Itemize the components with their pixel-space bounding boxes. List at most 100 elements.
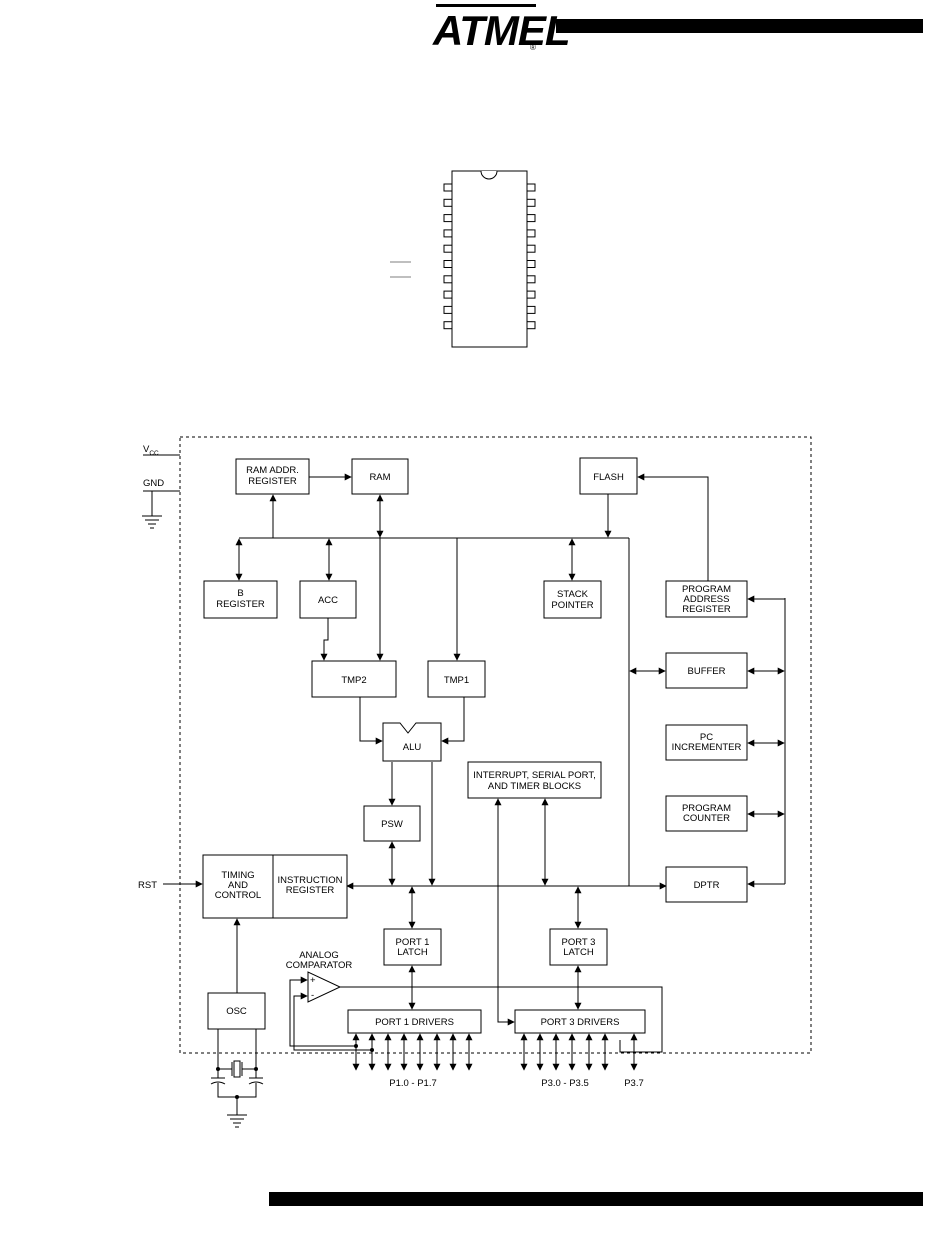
svg-text:PORT 1: PORT 1 xyxy=(396,937,430,948)
svg-text:INTERRUPT, SERIAL PORT,: INTERRUPT, SERIAL PORT, xyxy=(473,770,595,781)
package-pin xyxy=(443,183,453,192)
svg-text:PORT 1 DRIVERS: PORT 1 DRIVERS xyxy=(375,1017,454,1028)
svg-text:PORT 3: PORT 3 xyxy=(562,937,596,948)
package-pins-left xyxy=(443,183,453,330)
package-pin xyxy=(526,244,536,253)
package-pin xyxy=(443,260,453,268)
ram: RAM xyxy=(351,458,409,495)
package-pin xyxy=(526,321,536,330)
svg-text:STACK: STACK xyxy=(557,589,589,600)
package-pin xyxy=(443,229,453,238)
block-diagram: VCC GND RAM ADDR. REGISTER RAM xyxy=(138,436,812,1128)
gnd-label: GND xyxy=(143,478,164,489)
svg-text:ACC: ACC xyxy=(318,595,338,606)
svg-text:TIMING: TIMING xyxy=(221,870,254,881)
svg-text:B: B xyxy=(237,588,243,599)
svg-text:PC: PC xyxy=(700,732,713,743)
svg-text:AND TIMER BLOCKS: AND TIMER BLOCKS xyxy=(488,781,581,792)
port3-drivers: PORT 3 DRIVERS xyxy=(514,1009,646,1034)
vcc-label: VCC xyxy=(143,444,159,457)
package-pin xyxy=(526,260,536,268)
port1-latch: PORT 1 LATCH xyxy=(383,928,442,966)
svg-text:LATCH: LATCH xyxy=(563,947,594,958)
package-pin xyxy=(526,290,536,299)
pc-incrementer: PC INCREMENTER xyxy=(665,724,748,761)
timing-and-control: TIMING AND CONTROL xyxy=(202,854,348,919)
crystal-network xyxy=(210,1029,264,1128)
logo-text: ATMEL xyxy=(432,7,570,54)
svg-text:ALU: ALU xyxy=(403,742,422,753)
svg-text:REGISTER: REGISTER xyxy=(248,476,297,487)
svg-text:TMP2: TMP2 xyxy=(341,675,366,686)
svg-text:BUFFER: BUFFER xyxy=(688,666,726,677)
stack-pointer: STACK POINTER xyxy=(543,580,602,619)
svg-text:FLASH: FLASH xyxy=(593,472,624,483)
acc: ACC xyxy=(299,580,357,619)
svg-text:+: + xyxy=(310,975,316,986)
tmp2: TMP2 xyxy=(311,660,397,698)
svg-text:COUNTER: COUNTER xyxy=(683,813,730,824)
p3-pin-label: P3.0 - P3.5 xyxy=(541,1078,589,1089)
p1-pin-label: P1.0 - P1.7 xyxy=(389,1078,437,1089)
package-pin xyxy=(526,214,536,223)
svg-text:DPTR: DPTR xyxy=(694,880,720,891)
alu: ALU xyxy=(382,722,442,762)
svg-text:POINTER: POINTER xyxy=(551,600,593,611)
ram-addr-register: RAM ADDR. REGISTER xyxy=(235,458,310,495)
svg-text:ADDRESS: ADDRESS xyxy=(684,594,730,605)
svg-text:LATCH: LATCH xyxy=(397,947,428,958)
header-bar xyxy=(556,19,923,33)
svg-text:AND: AND xyxy=(228,880,248,891)
svg-text:-: - xyxy=(311,990,314,1001)
package-pin xyxy=(526,198,536,207)
registered-mark: ® xyxy=(530,43,536,52)
svg-text:COMPARATOR: COMPARATOR xyxy=(286,960,353,971)
port1-pin-arrows xyxy=(352,1033,473,1071)
buffer: BUFFER xyxy=(665,652,748,689)
package-pin xyxy=(443,244,453,253)
port3-pin-arrows xyxy=(520,1033,638,1071)
package-pin xyxy=(526,275,536,284)
package-pin xyxy=(526,229,536,238)
dptr: DPTR xyxy=(665,866,748,903)
package-pin xyxy=(526,305,536,314)
svg-text:RAM ADDR.: RAM ADDR. xyxy=(246,465,299,476)
package-pin xyxy=(443,290,453,299)
chip-boundary xyxy=(179,436,812,1054)
ground-symbol xyxy=(142,515,162,529)
svg-text:PSW: PSW xyxy=(381,819,403,830)
svg-text:REGISTER: REGISTER xyxy=(682,604,731,615)
program-counter: PROGRAM COUNTER xyxy=(665,795,748,832)
psw: PSW xyxy=(363,805,421,842)
package-pin xyxy=(443,321,453,330)
svg-text:CONTROL: CONTROL xyxy=(215,890,261,901)
package-pin xyxy=(443,198,453,207)
svg-text:ANALOG: ANALOG xyxy=(299,950,339,961)
tmp1: TMP1 xyxy=(427,660,486,698)
footer-bar xyxy=(269,1192,923,1206)
package-pin xyxy=(443,214,453,223)
svg-text:REGISTER: REGISTER xyxy=(286,885,335,896)
interrupt-serial-timer-blocks: INTERRUPT, SERIAL PORT, AND TIMER BLOCKS xyxy=(467,761,602,799)
rst-label: RST xyxy=(138,880,157,891)
flash: FLASH xyxy=(579,457,638,495)
svg-text:REGISTER: REGISTER xyxy=(216,599,265,610)
p37-pin-label: P3.7 xyxy=(624,1078,644,1089)
package-pin xyxy=(443,305,453,314)
package-outline xyxy=(390,170,536,348)
analog-comparator: ANALOG COMPARATOR + - xyxy=(286,950,353,1003)
instruction-register: INSTRUCTION REGISTER xyxy=(278,875,343,896)
svg-text:TMP1: TMP1 xyxy=(444,675,469,686)
svg-text:INSTRUCTION: INSTRUCTION xyxy=(278,875,343,886)
svg-text:OSC: OSC xyxy=(226,1006,247,1017)
port1-drivers: PORT 1 DRIVERS xyxy=(347,1009,482,1034)
svg-text:PORT 3 DRIVERS: PORT 3 DRIVERS xyxy=(541,1017,620,1028)
atmel-logo: ATMEL ® xyxy=(432,4,571,54)
b-register: B REGISTER xyxy=(203,580,278,619)
package-pins-right xyxy=(526,183,536,330)
svg-text:RAM: RAM xyxy=(369,472,390,483)
svg-text:INCREMENTER: INCREMENTER xyxy=(672,742,742,753)
osc: OSC xyxy=(207,992,266,1030)
svg-text:PROGRAM: PROGRAM xyxy=(682,803,731,814)
